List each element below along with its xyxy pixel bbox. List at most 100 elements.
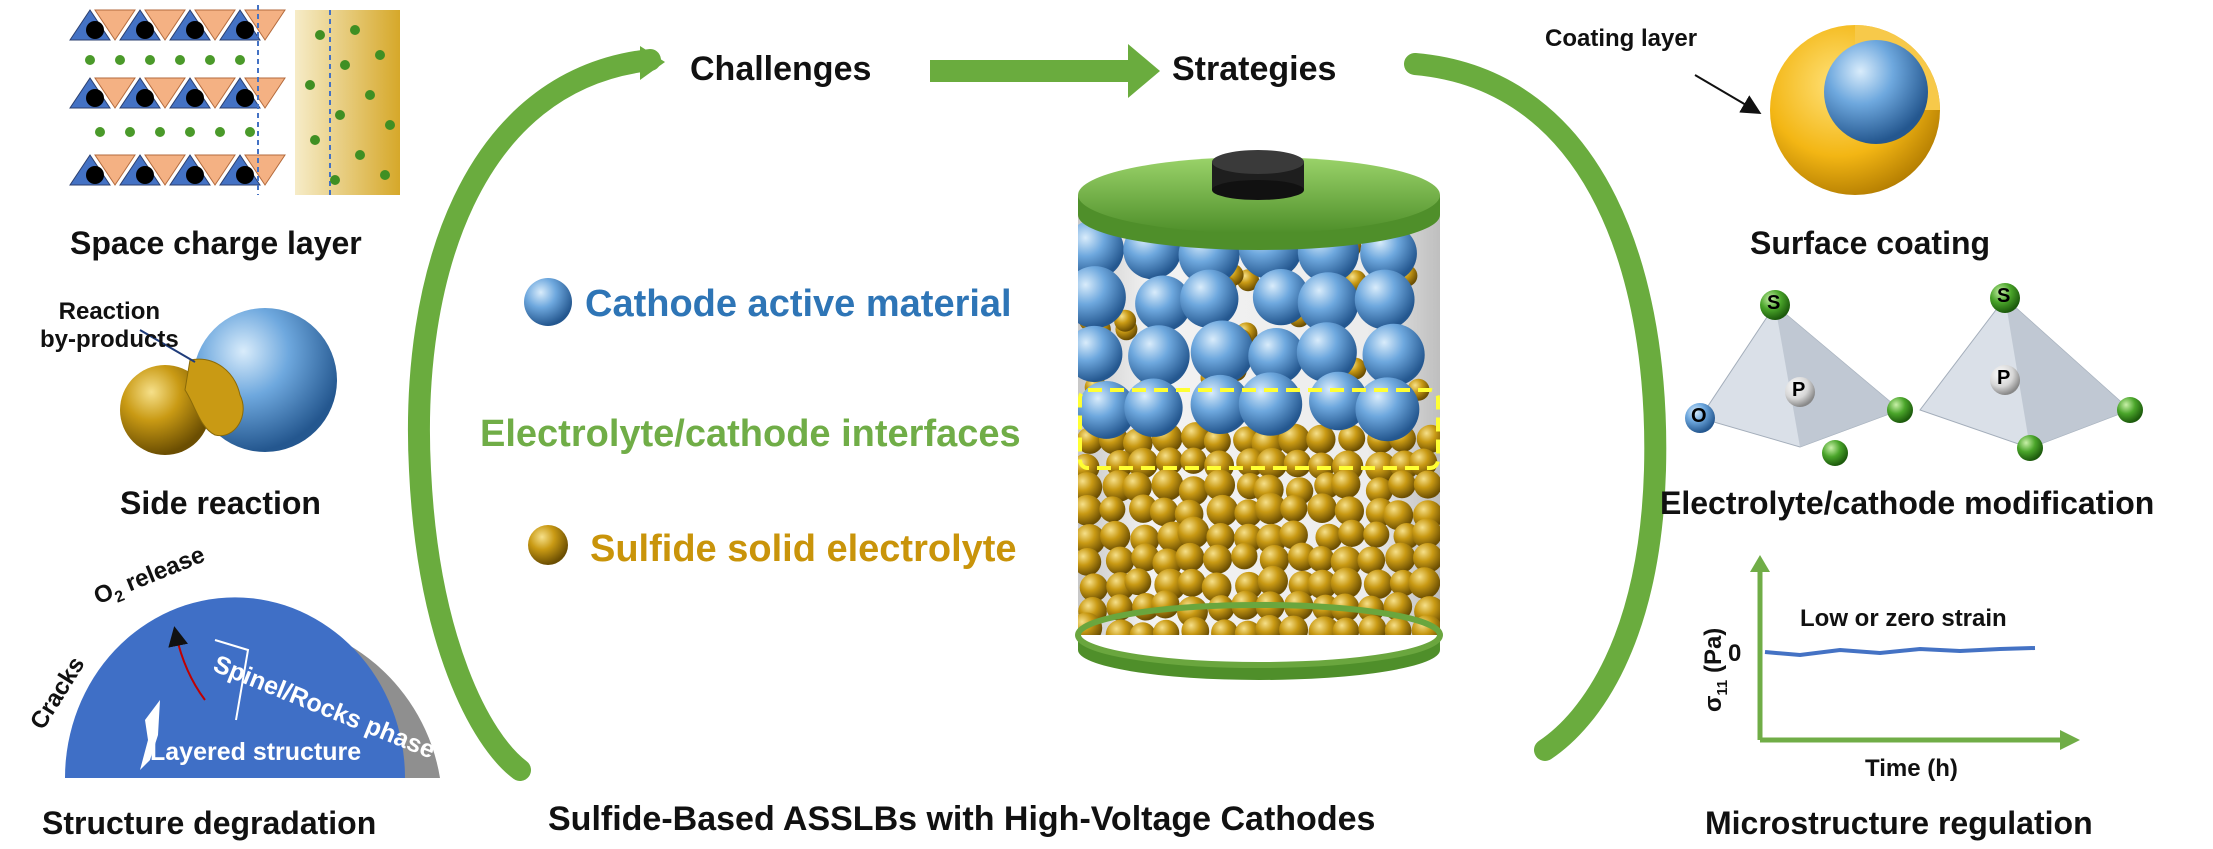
- sulfide-particle: [1411, 518, 1440, 549]
- sulfide-particle: [1078, 524, 1106, 556]
- sulfide-particle: [1151, 468, 1184, 501]
- sulfide-particle: [1416, 424, 1440, 453]
- atom-p2: P: [1997, 367, 2011, 389]
- sulfide-particle: [1152, 619, 1180, 635]
- atom-p1: P: [1792, 379, 1806, 401]
- cathode-particle: [1078, 325, 1123, 383]
- space-charge-label: Space charge layer: [70, 225, 362, 261]
- sulfide-particle: [1234, 620, 1261, 635]
- sulfide-particle: [1332, 617, 1360, 635]
- sulfide-particle: [1306, 424, 1336, 455]
- sulfide-particle: [1330, 546, 1362, 578]
- strain-x-label: Time (h): [1865, 755, 1958, 782]
- sulfide-particle: [1202, 544, 1233, 574]
- cathode-particle: [1362, 323, 1425, 386]
- sulfide-particle: [1181, 422, 1211, 452]
- sulfide-particle: [1389, 569, 1417, 597]
- sulfide-particle: [1124, 568, 1152, 596]
- side-reaction-label: Side reaction: [120, 485, 321, 521]
- sulfide-particle: [1279, 520, 1308, 550]
- sulfide-particle: [1203, 427, 1231, 455]
- sulfide-particle: [1384, 617, 1412, 635]
- cathode-particle: [1248, 327, 1305, 385]
- sulfide-particle: [1365, 477, 1393, 505]
- sulfide-particle: [1151, 590, 1180, 619]
- cathode-particle: [1297, 272, 1359, 334]
- sulfide-particle: [1206, 523, 1235, 552]
- cathode-particle: [1296, 322, 1357, 383]
- sulfide-particle: [1099, 496, 1126, 523]
- atom-s1: S: [1767, 292, 1781, 314]
- cathode-particle: [1252, 269, 1310, 326]
- sulfide-particle: [1106, 450, 1134, 478]
- sulfide-particle: [1105, 619, 1137, 635]
- sulfide-particle: [1231, 543, 1258, 570]
- sulfide-particle: [1363, 569, 1394, 599]
- cathode-particle: [1135, 275, 1192, 332]
- sulfide-particle: [1255, 615, 1284, 635]
- sulfide-particle: [1177, 568, 1206, 597]
- sulfide-particle: [1358, 615, 1387, 635]
- sulfide-particle: [1257, 565, 1288, 597]
- coating-layer-label: Coating layer: [1545, 25, 1698, 52]
- strain-annotation: Low or zero strain: [1800, 605, 2007, 632]
- cathode-particle: [1354, 269, 1415, 330]
- strain-y-label: σ11 (Pa): [1700, 627, 1731, 712]
- sulfide-particle: [1307, 569, 1338, 600]
- sulfide-particle: [1181, 617, 1210, 635]
- cathode-particle: [1309, 371, 1368, 431]
- structure-degradation-label: Structure degradation: [42, 805, 377, 841]
- sulfide-particle: [1308, 616, 1341, 635]
- cathode-particle: [1078, 381, 1136, 439]
- sulfide-particle: [1201, 572, 1232, 603]
- sulfide-particle: [1278, 423, 1311, 456]
- sulfide-particle: [1307, 493, 1337, 524]
- right-bracket: [1404, 53, 1667, 761]
- tetrahedra: [1685, 283, 2143, 466]
- layered-label: Layered structure: [150, 738, 362, 766]
- atom-o: O: [1691, 405, 1707, 427]
- strain-y-tick: 0: [1728, 640, 1742, 667]
- reaction-byproducts-label: Reaction by-products: [40, 298, 179, 353]
- sulfide-particle: [1175, 542, 1205, 572]
- space-charge-lattice: [69, 5, 400, 195]
- sulfide-particle: [1385, 542, 1416, 574]
- microstructure-label: Microstructure regulation: [1705, 805, 2093, 841]
- sulfide-particle: [1280, 494, 1308, 523]
- sulfide-particle: [1211, 619, 1238, 635]
- sulfide-legend-label: Sulfide solid electrolyte: [590, 528, 1017, 570]
- cathode-legend-ball: [524, 278, 572, 326]
- sulfide-particle: [1079, 573, 1109, 602]
- sulfide-particle: [1204, 469, 1236, 501]
- sulfide-particle: [1078, 548, 1102, 576]
- sulfide-particle: [1149, 497, 1179, 527]
- sulfide-particle: [1413, 470, 1440, 499]
- sulfide-particle: [1256, 447, 1288, 480]
- surface-coating-label: Surface coating: [1750, 225, 1991, 261]
- footer-title: Sulfide-Based ASSLBs with High-Voltage C…: [548, 800, 1376, 838]
- sulfide-particle: [1413, 542, 1440, 573]
- sulfide-particle: [1308, 546, 1335, 573]
- left-bracket: [407, 49, 661, 781]
- sulfide-particle: [1279, 615, 1309, 635]
- strategies-label: Strategies: [1172, 50, 1337, 88]
- sulfide-particle: [1388, 470, 1416, 499]
- sulfide-particle: [1259, 544, 1290, 575]
- sulfide-particle: [1100, 520, 1131, 552]
- sulfide-particle: [1365, 451, 1397, 483]
- modification-label: Electrolyte/cathode modification: [1660, 485, 2155, 521]
- sulfide-particle: [1078, 495, 1103, 526]
- cathode-particle: [1124, 378, 1183, 437]
- strain-line: [1764, 646, 2036, 658]
- sulfide-particle: [1206, 494, 1239, 527]
- sulfide-particle: [1105, 546, 1135, 575]
- flow-arrow: [930, 44, 1160, 98]
- sulfide-particle: [1383, 500, 1414, 531]
- sulfide-particle: [1315, 523, 1343, 551]
- cathode-particle: [1355, 377, 1420, 442]
- battery-graphic: [1075, 150, 1443, 680]
- side-reaction-graphic: [120, 308, 337, 455]
- sulfide-particle: [1408, 567, 1440, 599]
- sulfide-particle: [1330, 567, 1362, 599]
